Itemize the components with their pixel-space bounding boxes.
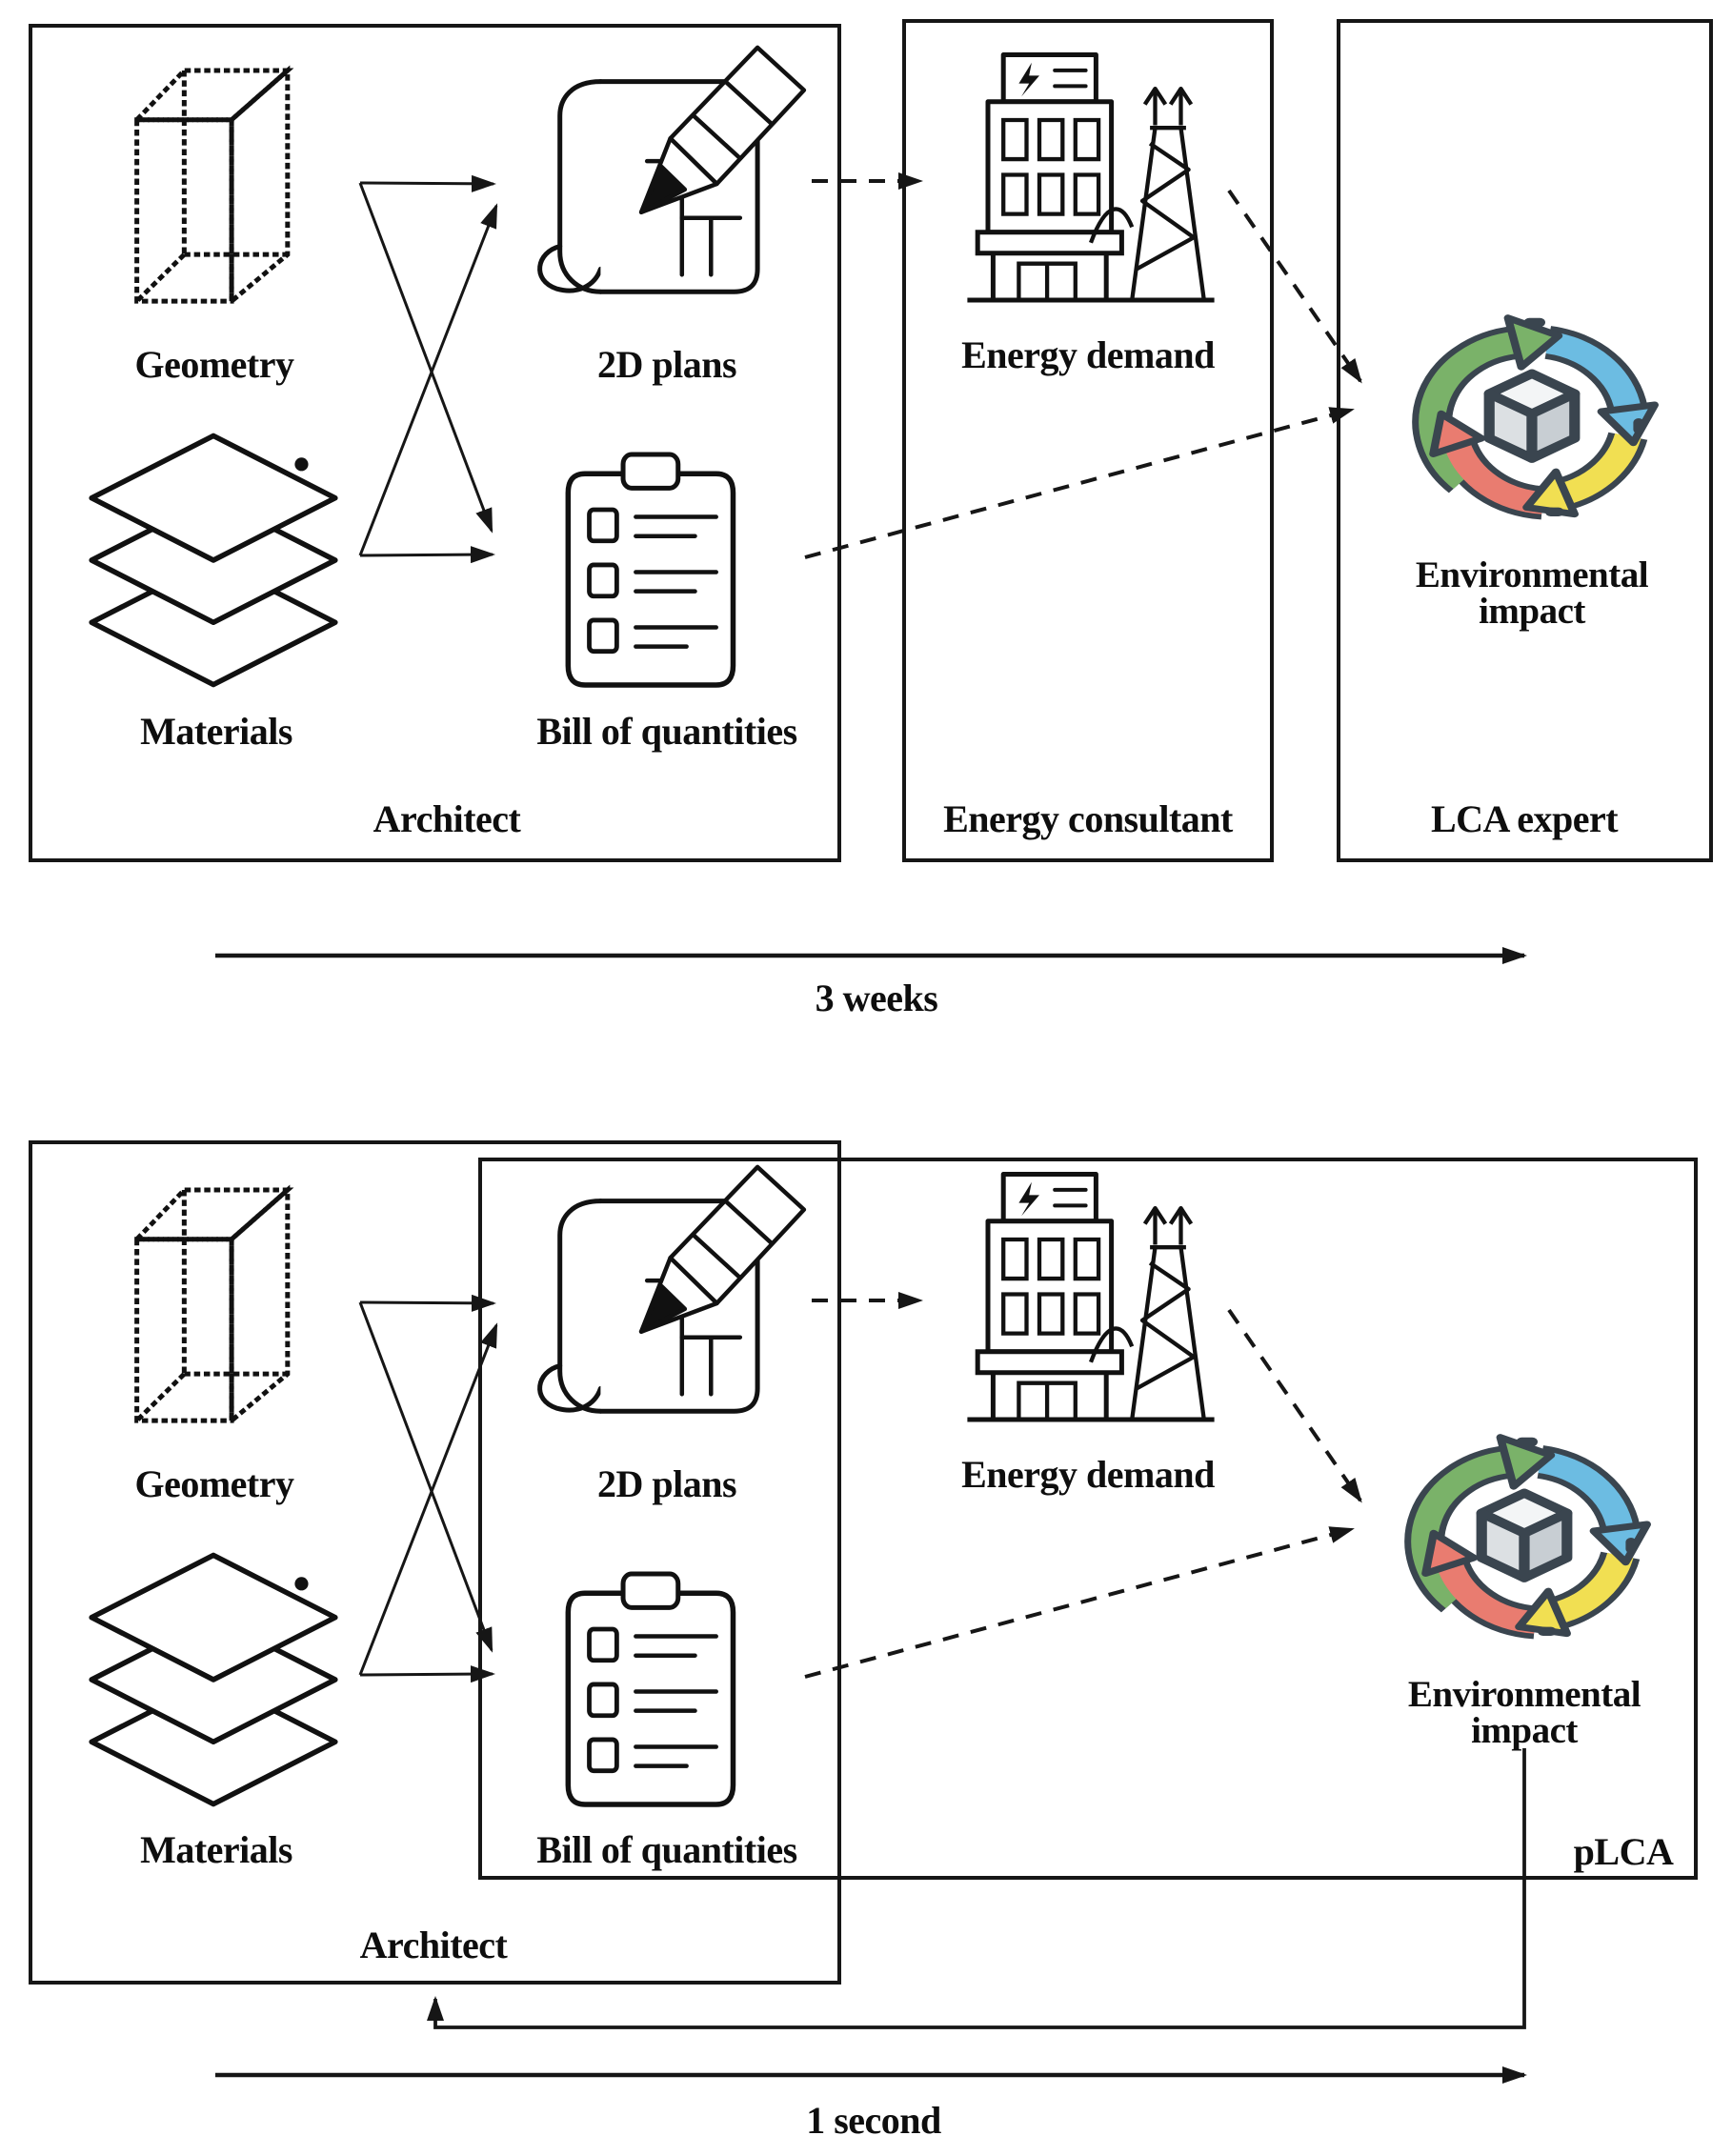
top-lca-expert-box	[1337, 19, 1713, 862]
top-environmental-impact-label: Environmental impact	[1415, 554, 1649, 632]
top-duration-label: 3 weeks	[815, 977, 938, 1019]
bottom-crossing-arrows	[358, 1294, 498, 1683]
top-energy-demand-icon	[967, 54, 1214, 300]
bottom-duration-label: 1 second	[806, 2099, 941, 2142]
bottom-2d-plans-label: 2D plans	[596, 1462, 737, 1505]
bottom-bill-of-quantities-label: Bill of quantities	[536, 1828, 797, 1871]
bottom-bill-of-quantities-icon	[568, 1574, 733, 1804]
top-architect-label: Architect	[373, 797, 521, 840]
top-bill-of-quantities-icon	[568, 454, 733, 685]
bottom-geometry-icon	[137, 1190, 288, 1421]
top-energy-consultant-box	[902, 19, 1274, 862]
top-energy-demand-label: Energy demand	[961, 333, 1215, 376]
top-energy-consultant-label: Energy consultant	[943, 797, 1233, 840]
bottom-architect-label: Architect	[359, 1924, 508, 1966]
bottom-architect-box	[29, 1140, 841, 1985]
top-bill-of-quantities-label: Bill of quantities	[536, 710, 797, 753]
top-geometry-label: Geometry	[134, 343, 294, 386]
top-materials-label: Materials	[140, 710, 292, 753]
top-crossing-arrows	[358, 174, 498, 564]
bottom-geometry-label: Geometry	[134, 1462, 294, 1505]
top-2d-plans-icon	[540, 48, 804, 292]
top-2d-plans-label: 2D plans	[596, 343, 737, 386]
bottom-energy-demand-icon	[967, 1174, 1214, 1420]
bottom-materials-icon	[91, 1555, 335, 1803]
top-dashed-arrows	[804, 172, 1362, 559]
top-materials-icon	[91, 435, 335, 684]
bottom-environmental-impact-icon	[1424, 1438, 1647, 1634]
top-geometry-icon	[137, 71, 288, 301]
top-architect-box	[29, 24, 841, 862]
top-lca-expert-label: LCA expert	[1430, 797, 1619, 840]
bottom-2d-plans-icon	[540, 1167, 804, 1411]
feedback-arrow	[427, 1748, 1526, 2029]
bottom-dashed-arrows	[804, 1292, 1362, 1679]
bottom-energy-demand-label: Energy demand	[961, 1453, 1215, 1496]
top-environmental-impact-icon	[1432, 318, 1655, 514]
bottom-plca-label: pLCA	[1573, 1830, 1674, 1873]
bottom-plca-box	[478, 1158, 1698, 1880]
bottom-environmental-impact-label: Environmental impact	[1407, 1674, 1641, 1751]
bottom-materials-label: Materials	[140, 1828, 292, 1871]
